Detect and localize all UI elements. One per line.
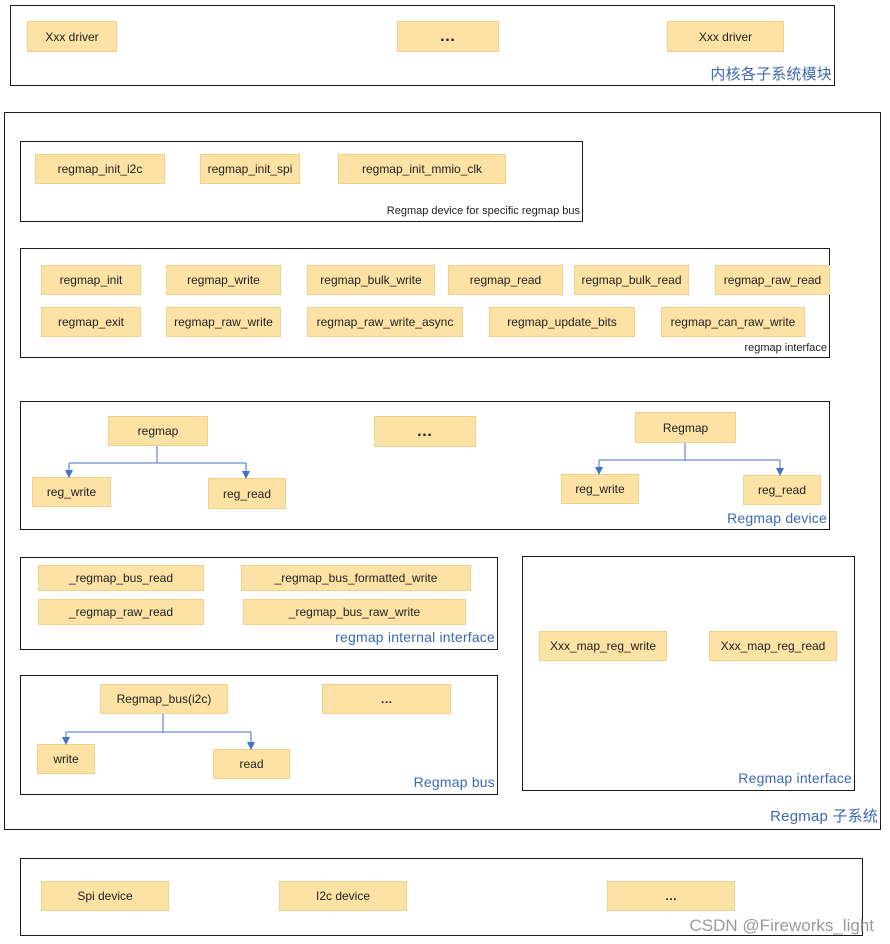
regmap-raw-read-box: regmap_raw_read [715, 265, 830, 295]
xxx-map-reg-read-box: Xxx_map_reg_read [709, 631, 837, 661]
regmap-device-frame: regmap reg_write reg_read … Regmap reg_w… [20, 401, 830, 530]
device-bus-frame: regmap_init_i2c regmap_init_spi regmap_i… [20, 141, 583, 222]
regmap-bus-i2c-box: Regmap_bus(i2c) [100, 684, 228, 714]
i2c-device-box: I2c device [279, 881, 407, 911]
spi-device-box: Spi device [41, 881, 169, 911]
bus-write-box: write [37, 744, 95, 774]
map-interface-caption: Regmap interface [738, 770, 852, 786]
regmap-can-raw-write-box: regmap_can_raw_write [661, 307, 805, 337]
regmap-bulk-read-box: regmap_bulk_read [574, 265, 689, 295]
reg-read-right-box: reg_read [743, 475, 821, 505]
regmap-read-box: regmap_read [448, 265, 563, 295]
regmap-raw-write-box: regmap_raw_write [166, 307, 281, 337]
xxx-map-reg-write-box: Xxx_map_reg_write [539, 631, 667, 661]
regmap-init-box: regmap_init [41, 265, 141, 295]
reg-write-left-box: reg_write [32, 477, 111, 507]
regmap-right-parent-box: Regmap [635, 412, 736, 443]
reg-write-right-box: reg_write [561, 474, 639, 504]
regmap-interface-frame: regmap_init regmap_write regmap_bulk_wri… [20, 248, 830, 358]
regmap-bus-more-box: … [322, 684, 451, 714]
device-bus-caption: Regmap device for specific regmap bus [386, 205, 580, 217]
regmap-write-box: regmap_write [166, 265, 281, 295]
regmap-right-tree-arrows [595, 443, 784, 476]
regmap-left-tree-arrows [65, 446, 250, 479]
regmap-bus-read-box: _regmap_bus_read [38, 565, 204, 591]
regmap-bulk-write-box: regmap_bulk_write [307, 265, 435, 295]
regmap-bus-formatted-write-box: _regmap_bus_formatted_write [241, 565, 471, 591]
kernel-driver-box-2: Xxx driver [667, 21, 784, 52]
regmap-init-mmio-clk-box: regmap_init_mmio_clk [338, 154, 506, 184]
internal-interface-caption: regmap internal interface [335, 629, 495, 645]
regmap-bus-tree-arrows [62, 714, 255, 750]
csdn-watermark: CSDN @Fireworks_light [689, 916, 874, 935]
regmap-interface-caption: regmap interface [744, 342, 827, 354]
regmap-init-i2c-box: regmap_init_i2c [35, 154, 165, 184]
regmap-raw-write-async-box: regmap_raw_write_async [307, 307, 463, 337]
regmap-device-more-box: … [374, 416, 476, 447]
regmap-exit-box: regmap_exit [41, 307, 141, 337]
map-interface-frame: Xxx_map_reg_write Xxx_map_reg_read Regma… [522, 556, 855, 791]
internal-interface-frame: _regmap_bus_read _regmap_bus_formatted_w… [20, 557, 498, 650]
kernel-more-box: … [397, 21, 499, 52]
regmap-subsystem-caption: Regmap 子系统 [770, 808, 878, 825]
regmap-bus-caption: Regmap bus [413, 774, 495, 790]
regmap-init-spi-box: regmap_init_spi [200, 154, 300, 184]
regmap-bus-raw-write-box: _regmap_bus_raw_write [243, 599, 466, 625]
regmap-update-bits-box: regmap_update_bits [489, 307, 635, 337]
kernel-subsystem-frame: Xxx driver … Xxx driver 内核各子系统模块 [10, 5, 835, 86]
kernel-driver-box-1: Xxx driver [27, 21, 117, 52]
regmap-device-caption: Regmap device [727, 510, 827, 526]
regmap-raw-read-internal-box: _regmap_raw_read [38, 599, 204, 625]
devices-frame: Spi device I2c device … [20, 858, 863, 936]
devices-more-box: … [607, 881, 735, 911]
regmap-left-parent-box: regmap [108, 416, 208, 446]
regmap-bus-frame: Regmap_bus(i2c) write read … Regmap bus [20, 675, 498, 795]
reg-read-left-box: reg_read [208, 478, 286, 509]
kernel-subsystem-caption: 内核各子系统模块 [710, 66, 832, 83]
